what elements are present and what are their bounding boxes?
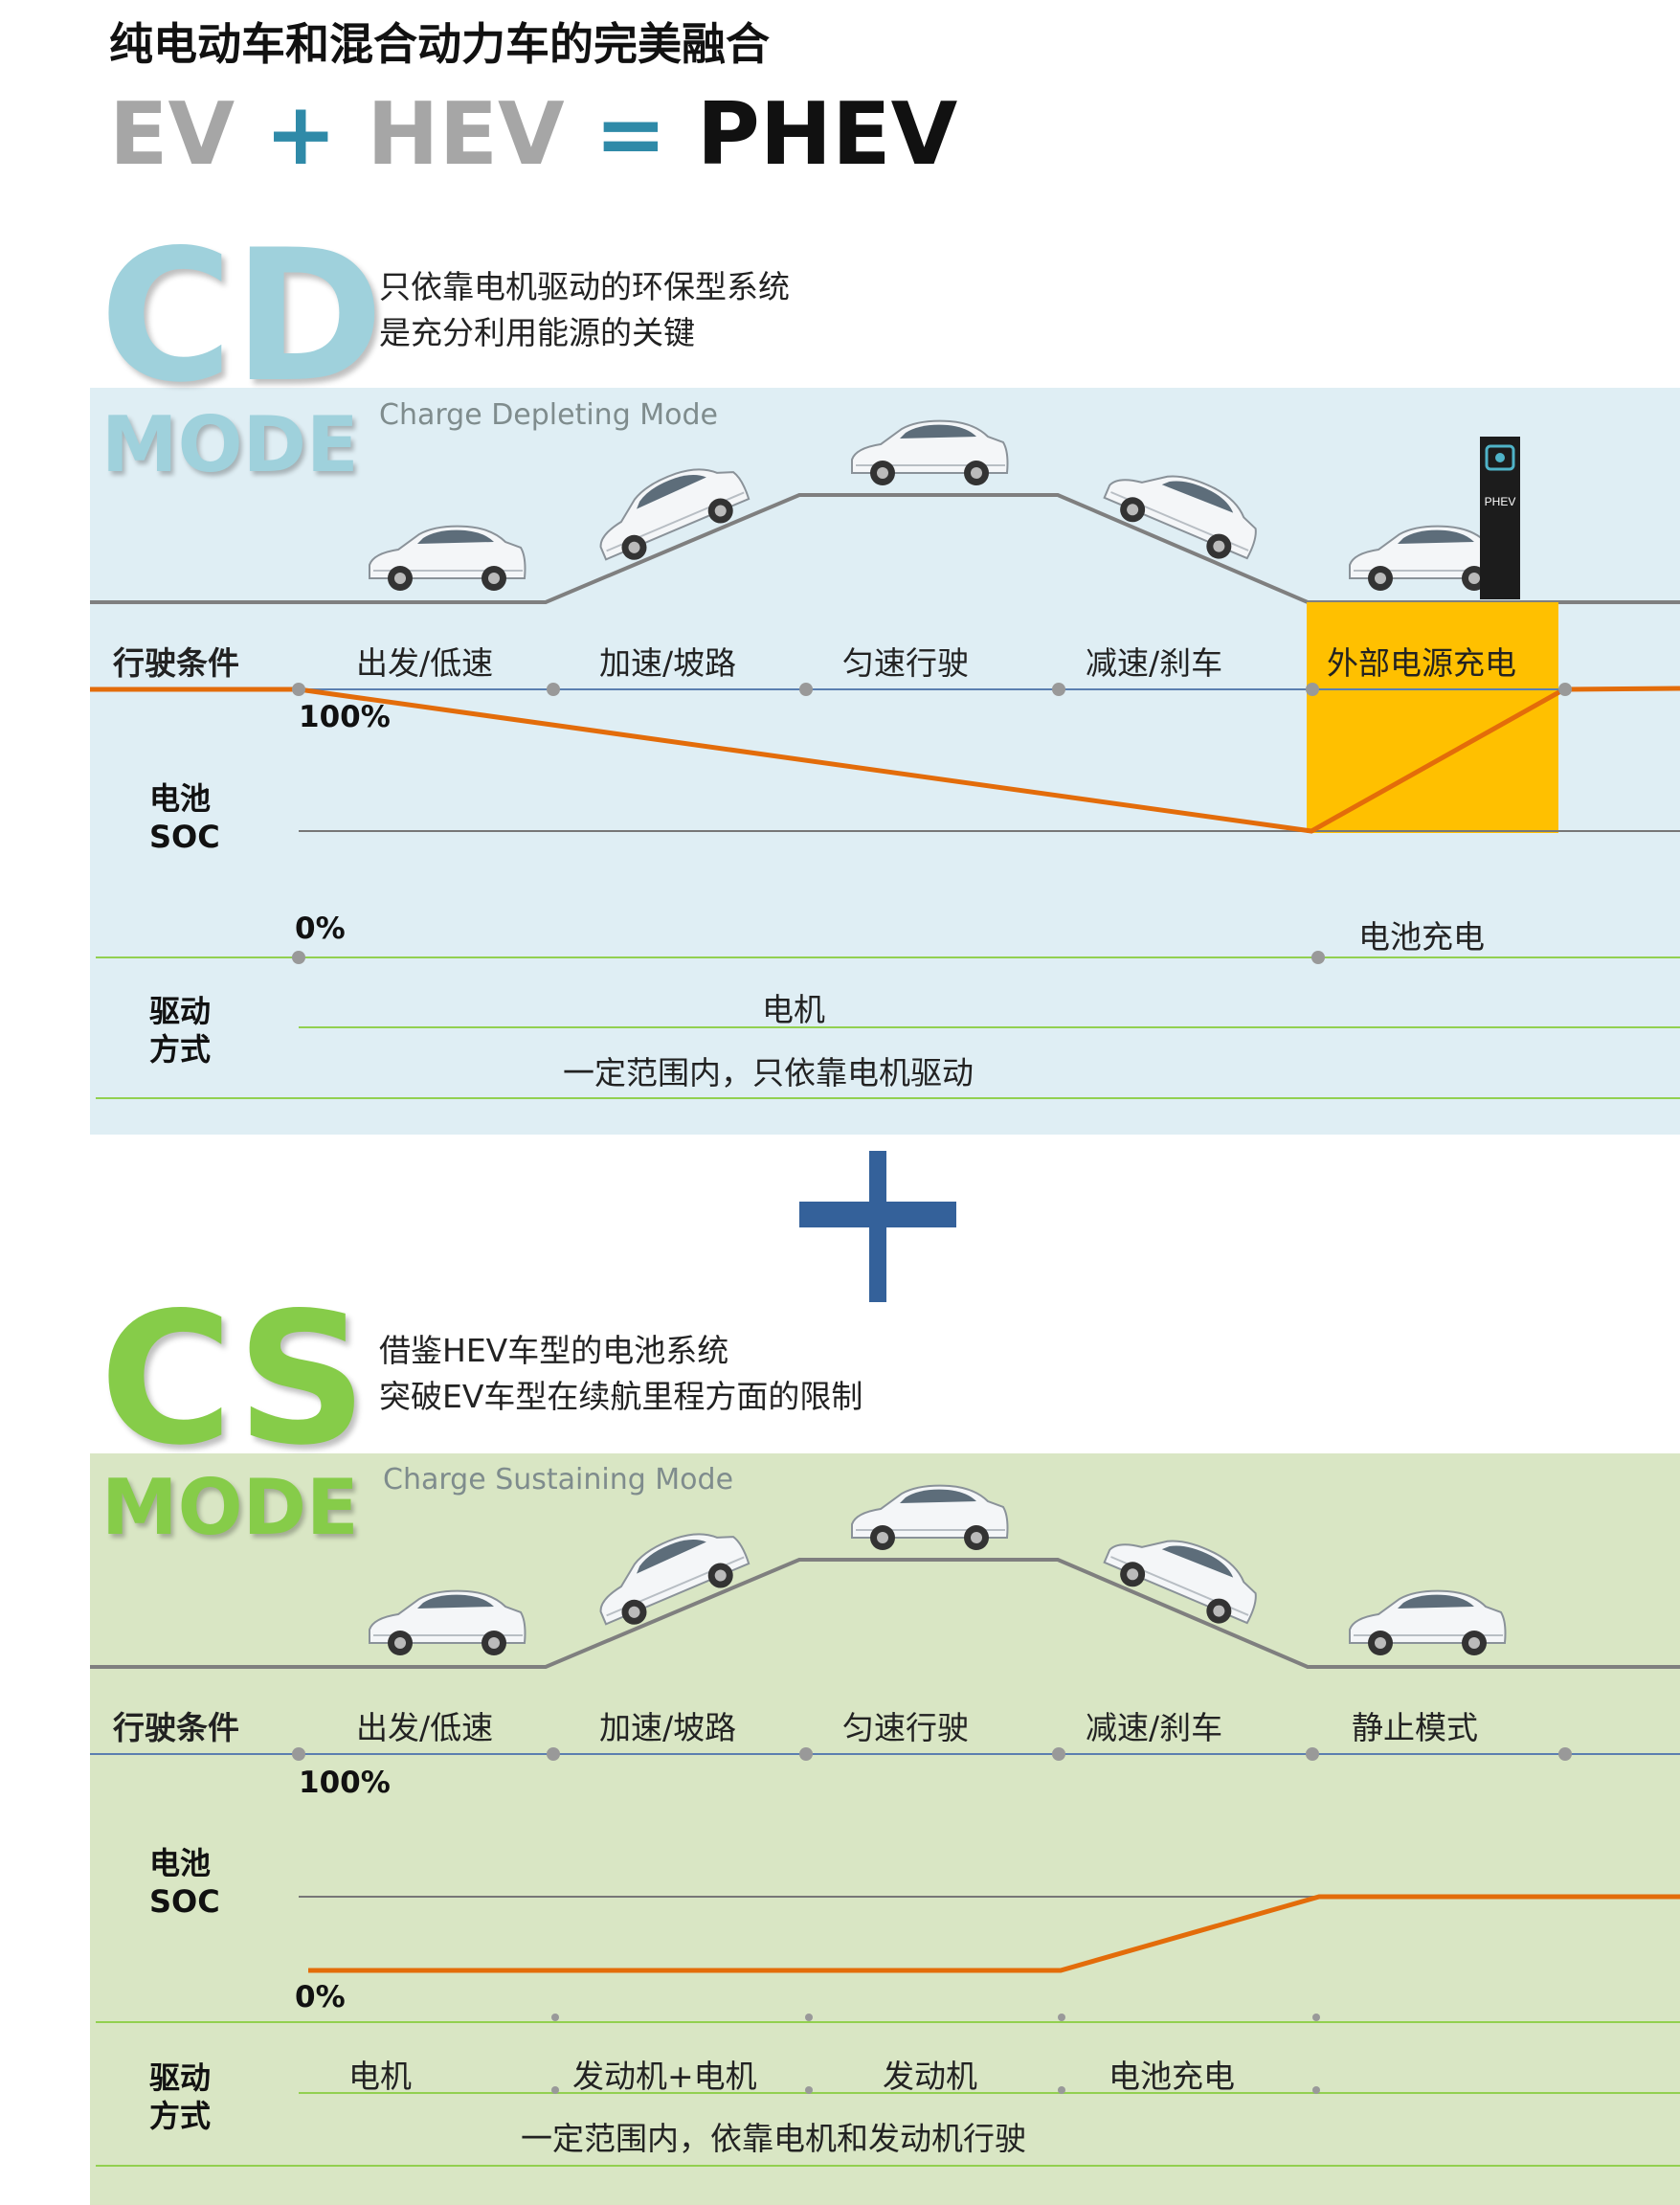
cs-description-line1: 借鉴HEV车型的电池系统 <box>379 1332 729 1369</box>
cs-heading: CS <box>100 1273 368 1485</box>
cd-markers <box>292 683 1572 964</box>
cs-marker <box>1306 1747 1319 1761</box>
cs-drive-mode-3: 发动机 <box>883 2058 977 2095</box>
cd-condition-5: 外部电源充电 <box>1327 644 1516 682</box>
cs-drive-heading-line2: 方式 <box>149 2098 212 2134</box>
cd-description-line2: 是充分利用能源的关键 <box>379 314 695 351</box>
cs-marker <box>1312 2086 1320 2094</box>
formula-equals: = <box>594 84 667 185</box>
cs-condition-2: 加速/坡路 <box>599 1709 737 1746</box>
cs-condition-1: 出发/低速 <box>356 1709 494 1746</box>
cd-soc-100: 100% <box>299 700 391 734</box>
cd-condition-3: 匀速行驶 <box>842 644 969 682</box>
cs-marker <box>805 2086 813 2094</box>
cs-marker <box>1052 1747 1065 1761</box>
cs-car-5 <box>1349 1589 1507 1656</box>
cd-drive-note: 一定范围内，只依靠电机驱动 <box>563 1054 974 1091</box>
cd-condition-1: 出发/低速 <box>356 644 494 682</box>
formula-ev: EV <box>109 84 235 185</box>
cs-drive-mode-2: 发动机+电机 <box>572 2058 757 2095</box>
page-title: 纯电动车和混合动力车的完美融合 <box>109 18 770 70</box>
cd-marker <box>799 683 813 696</box>
cs-condition-3: 匀速行驶 <box>842 1709 969 1746</box>
cd-heading: CD <box>100 211 385 422</box>
cd-mode-label: MODE <box>101 400 359 489</box>
cd-car-2 <box>584 449 755 573</box>
cs-mode-label: MODE <box>101 1463 359 1552</box>
cs-soc-heading: 电池 SOC <box>149 1844 220 1921</box>
cs-condition-4: 减速/刹车 <box>1086 1709 1223 1746</box>
cs-marker <box>551 2014 559 2021</box>
cs-markers <box>292 1747 1572 2094</box>
cs-drive-mode-4: 电池充电 <box>1109 2058 1235 2095</box>
cd-marker <box>292 951 305 964</box>
charger-label: PHEV <box>1485 495 1516 508</box>
cs-marker <box>1058 2086 1065 2094</box>
cs-marker <box>551 2086 559 2094</box>
cd-soc-curve <box>90 686 1680 834</box>
cd-condition-4: 减速/刹车 <box>1086 644 1223 682</box>
cd-drive-mode: 电机 <box>762 991 825 1028</box>
cd-soc-heading: 电池 SOC <box>149 779 220 856</box>
cd-marker <box>1052 683 1065 696</box>
formula-hev: HEV <box>367 84 565 185</box>
cd-marker <box>1558 683 1572 696</box>
cs-drive-note: 一定范围内，依靠电机和发动机行驶 <box>521 2120 1026 2157</box>
cd-drive-heading-line1: 驱动 <box>149 993 212 1029</box>
cs-marker <box>547 1747 560 1761</box>
formula-plus: + <box>264 84 337 185</box>
cd-marker <box>292 683 305 696</box>
cs-car-1 <box>369 1589 526 1656</box>
cs-soc-heading-line1: 电池 <box>149 1845 212 1881</box>
cs-marker <box>1312 2014 1320 2021</box>
cd-description-line1: 只依靠电机驱动的环保型系统 <box>379 268 790 305</box>
cd-soc-heading-line2: SOC <box>149 819 220 855</box>
cs-drive-heading: 驱动 方式 <box>149 2059 211 2135</box>
cd-marker <box>1311 951 1325 964</box>
cd-subtitle: Charge Depleting Mode <box>379 398 719 432</box>
cd-soc-0: 0% <box>295 911 346 946</box>
cs-soc-heading-line2: SOC <box>149 1883 220 1920</box>
cs-soc-curve <box>308 1894 1680 1973</box>
cs-drive-mode-1: 电机 <box>348 2058 412 2095</box>
cs-description-line2: 突破EV车型在续航里程方面的限制 <box>379 1378 863 1415</box>
formula-phev: PHEV <box>696 84 958 185</box>
cs-soc-0: 0% <box>295 1980 346 2014</box>
cd-description: 只依靠电机驱动的环保型系统 是充分利用能源的关键 <box>379 264 790 356</box>
cs-marker <box>805 2014 813 2021</box>
cd-driving-conditions-heading: 行驶条件 <box>113 644 239 682</box>
cd-marker <box>547 683 560 696</box>
combine-plus-icon <box>799 1151 956 1302</box>
cs-marker <box>1558 1747 1572 1761</box>
cd-drive-heading-line2: 方式 <box>149 1031 212 1068</box>
cs-car-2 <box>584 1514 755 1637</box>
cs-driving-conditions-heading: 行驶条件 <box>113 1709 239 1746</box>
cs-marker <box>292 1747 305 1761</box>
cs-soc-100: 100% <box>299 1766 391 1800</box>
cd-car-4 <box>1098 448 1269 572</box>
cd-marker <box>1306 683 1319 696</box>
cs-subtitle: Charge Sustaining Mode <box>383 1463 734 1496</box>
cd-battery-charge-label: 电池充电 <box>1358 918 1485 956</box>
charger-icon: PHEV <box>1480 437 1520 599</box>
cs-car-3 <box>851 1484 1009 1551</box>
cs-car-4 <box>1098 1513 1269 1636</box>
cs-condition-5: 静止模式 <box>1352 1709 1478 1746</box>
cs-road-profile <box>90 1558 1680 1669</box>
cd-drive-heading: 驱动 方式 <box>149 992 211 1069</box>
formula: EV + HEV = PHEV <box>109 84 957 185</box>
cd-condition-2: 加速/坡路 <box>599 644 737 682</box>
cs-panel <box>90 1453 1680 2205</box>
cs-drive-heading-line1: 驱动 <box>149 2059 212 2096</box>
cs-marker <box>1058 2014 1065 2021</box>
cd-soc-heading-line1: 电池 <box>149 780 212 817</box>
cs-marker <box>799 1747 813 1761</box>
cd-car-1 <box>369 525 526 592</box>
cd-car-3 <box>851 419 1009 486</box>
cs-description: 借鉴HEV车型的电池系统 突破EV车型在续航里程方面的限制 <box>379 1328 862 1420</box>
